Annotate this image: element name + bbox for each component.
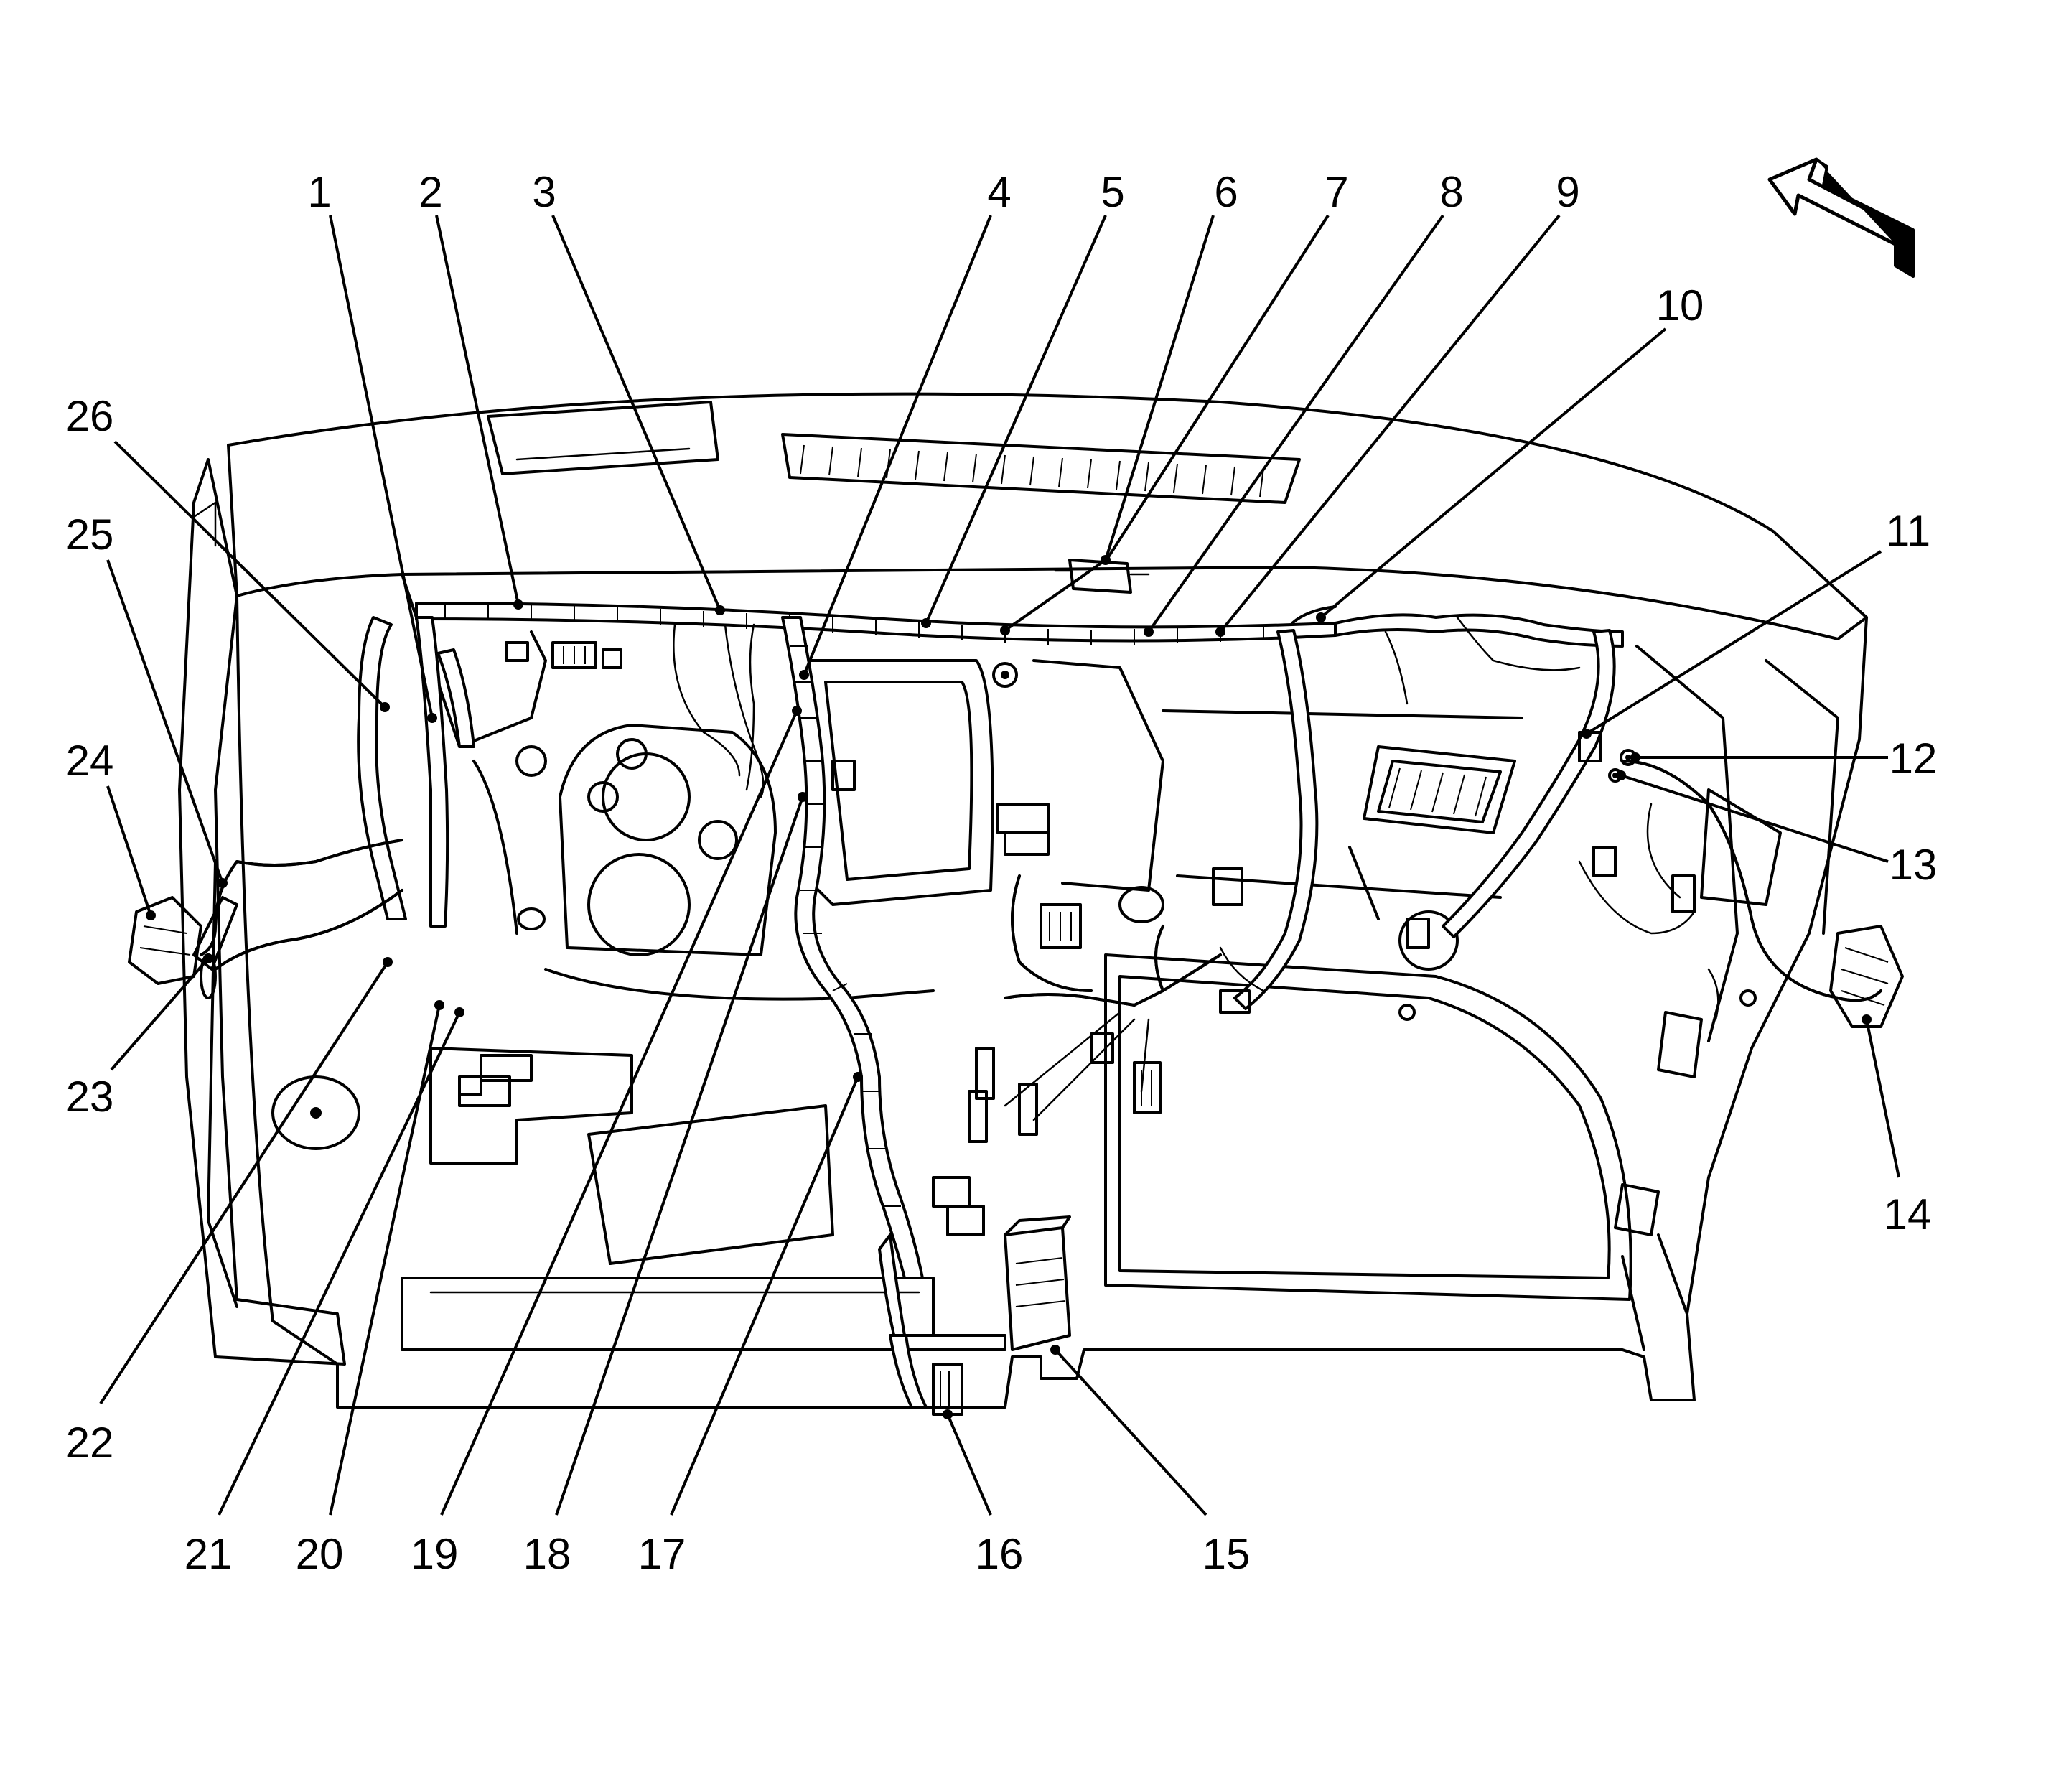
callout-7-leader <box>1104 214 1330 563</box>
connectors <box>128 559 1904 1416</box>
callout-22-leader <box>99 961 389 1405</box>
callout-17-label: 17 <box>638 1530 686 1578</box>
callout-14-label: 14 <box>1884 1190 1932 1238</box>
callout-7-label: 7 <box>1325 168 1348 216</box>
callout-25-dot <box>218 878 228 888</box>
callout-21-dot <box>454 1007 464 1017</box>
callout-9-leader <box>1219 214 1561 633</box>
fuse-block <box>1004 1215 1071 1351</box>
callout-23-dot <box>203 953 213 963</box>
callout-15-leader <box>1054 1348 1207 1516</box>
callout-2-dot <box>513 599 523 610</box>
module-14 <box>1829 925 1904 1028</box>
callout-14-dot <box>1862 1014 1872 1025</box>
callout-3-label: 3 <box>532 168 556 216</box>
callout-16-dot <box>943 1409 953 1419</box>
callout-20-leader <box>329 1004 441 1516</box>
callout-18-label: 18 <box>523 1530 571 1578</box>
callout-9-dot <box>1215 627 1225 637</box>
callout-8-dot <box>1144 627 1154 637</box>
callout-20-dot <box>434 1000 444 1010</box>
callout-12-label: 12 <box>1889 734 1938 783</box>
callout-15-label: 15 <box>1202 1530 1251 1578</box>
callout-26-dot <box>380 702 390 712</box>
callout-4-dot <box>799 670 809 680</box>
callout-13-dot <box>1616 770 1626 780</box>
callout-22-label: 22 <box>66 1419 114 1467</box>
callout-5-leader <box>925 215 1107 624</box>
callout-18-dot <box>798 792 808 802</box>
callout-26-label: 26 <box>66 392 114 440</box>
callout-14-leader <box>1865 1019 1900 1178</box>
callout-8-leader <box>1147 214 1444 633</box>
callout-6-label: 6 <box>1214 168 1238 216</box>
callout-19-dot <box>792 706 802 716</box>
callout-17-dot <box>853 1072 863 1082</box>
callout-16-leader <box>946 1414 992 1516</box>
instrument-panel <box>178 392 1868 1409</box>
callout-26-leader <box>113 440 386 709</box>
callout-5-label: 5 <box>1101 168 1124 216</box>
module-6 <box>1054 559 1150 594</box>
callout-24-label: 24 <box>66 737 114 785</box>
callout-1-leader <box>329 215 434 719</box>
connector-24 <box>128 896 202 985</box>
callout-10-dot <box>1316 612 1326 622</box>
callout-25-label: 25 <box>66 510 114 559</box>
callout-3-dot <box>715 605 725 615</box>
callout-13-leader <box>1620 774 1889 863</box>
callout-18-leader <box>555 796 804 1516</box>
callout-4-label: 4 <box>987 168 1011 216</box>
callout-17-leader <box>670 1076 859 1516</box>
callout-2-label: 2 <box>419 168 442 216</box>
callout-23-leader <box>110 957 210 1071</box>
duct-hatching <box>1388 767 1487 817</box>
callouts: 1 2 3 4 5 6 7 8 9 10 <box>66 168 1938 1578</box>
callout-15-dot <box>1050 1345 1060 1355</box>
callout-10-label: 10 <box>1656 281 1704 330</box>
callout-8-label: 8 <box>1439 168 1463 216</box>
callout-4-leader <box>803 215 992 676</box>
callout-1-label: 1 <box>307 168 331 216</box>
callout-2-leader <box>435 215 520 605</box>
callout-21-leader <box>218 1012 461 1516</box>
callout-9-label: 9 <box>1556 168 1579 216</box>
callout-22-dot <box>383 957 393 967</box>
callout-19-leader <box>440 710 798 1516</box>
callout-16-label: 16 <box>976 1530 1024 1578</box>
callout-12-dot <box>1630 752 1640 762</box>
callout-24-leader <box>106 785 152 916</box>
callout-20-label: 20 <box>296 1530 344 1578</box>
callout-24-dot <box>146 910 156 920</box>
center-drop-wraps <box>790 645 901 1207</box>
callout-21-label: 21 <box>184 1530 233 1578</box>
callout-25-leader <box>106 559 224 884</box>
callout-23-label: 23 <box>66 1073 114 1121</box>
callout-11-label: 11 <box>1886 507 1930 555</box>
callout-3-leader <box>551 215 721 611</box>
defrost-grille <box>800 444 1264 498</box>
callout-11-leader <box>1585 550 1882 735</box>
callout-10-leader <box>1319 327 1667 619</box>
callout-11-dot <box>1582 729 1592 739</box>
callout-6-leader <box>1104 215 1215 561</box>
callout-5-dot <box>921 618 931 628</box>
callout-13-label: 13 <box>1889 841 1938 889</box>
forward-arrow-icon <box>1767 157 1915 278</box>
callout-19-label: 19 <box>411 1530 459 1578</box>
callout-1-dot <box>427 713 437 723</box>
